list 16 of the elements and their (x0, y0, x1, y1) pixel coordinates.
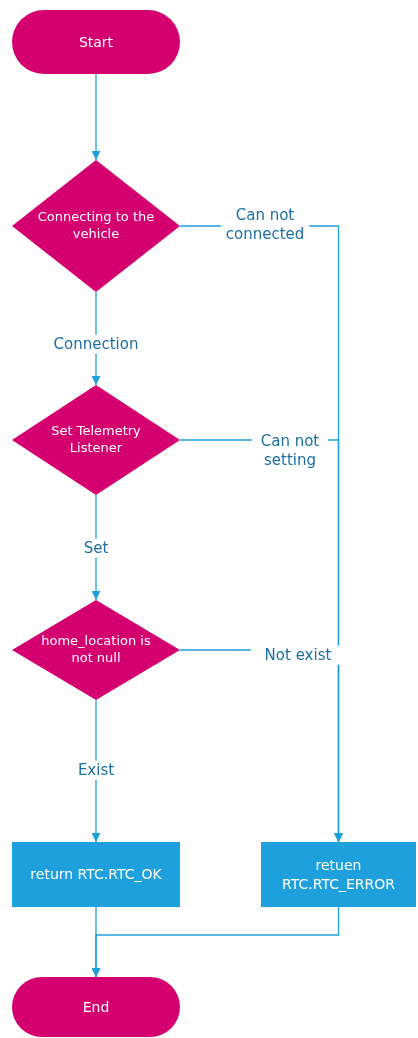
node-text: home_location is not null (40, 633, 152, 667)
decision-diamond (12, 160, 180, 292)
node-text: retuen RTC.RTC_ERROR (281, 856, 396, 893)
process-box (12, 842, 180, 907)
decision-diamond (12, 600, 180, 700)
arrow (91, 906, 340, 978)
decision-diamond (12, 385, 180, 495)
node-text: Connecting to the vehicle (36, 209, 156, 243)
node-text: End (82, 997, 110, 1017)
arrow (91, 73, 101, 161)
node-text: Set Telemetry Listener (50, 423, 142, 457)
node-text: return RTC.RTC_OK (30, 865, 162, 884)
process-box (261, 842, 416, 907)
terminal-pill (12, 977, 180, 1037)
node-text: Start (78, 32, 114, 52)
edge-label: Can not setting (252, 432, 328, 470)
